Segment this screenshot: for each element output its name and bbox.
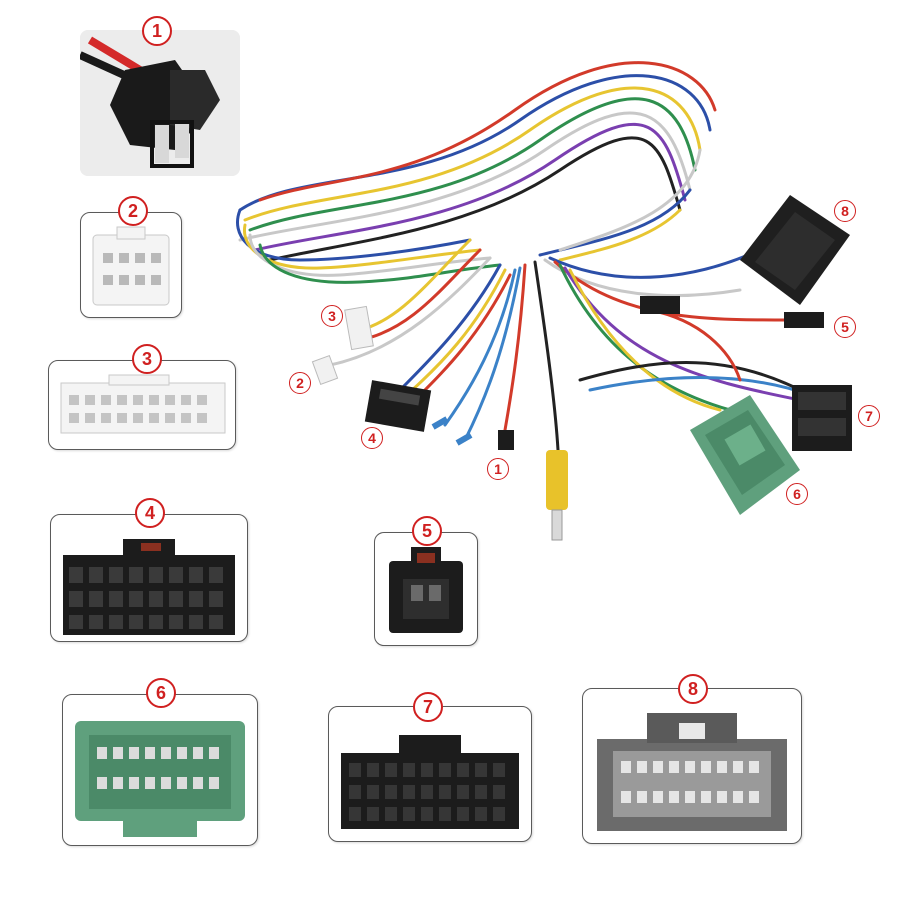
connector-6-badge: 6 — [146, 678, 176, 708]
connector-5-badge: 5 — [412, 516, 442, 546]
connector-7-image — [341, 735, 519, 829]
connector-7-badge: 7 — [413, 692, 443, 722]
connector-1-panel — [80, 30, 240, 176]
harness-label-4: 4 — [361, 427, 383, 449]
harness-label-3: 3 — [321, 305, 343, 327]
connector-5-image — [389, 547, 463, 633]
connector-6-image — [75, 721, 245, 837]
connector-1-badge: 1 — [142, 16, 172, 46]
harness-label-6: 6 — [786, 483, 808, 505]
connector-7-panel — [328, 706, 532, 842]
connector-8-panel — [582, 688, 802, 844]
connector-2-badge: 2 — [118, 196, 148, 226]
connector-3-image — [60, 374, 226, 434]
connector-3-panel — [48, 360, 236, 450]
harness-label-5: 5 — [834, 316, 856, 338]
connector-2-panel — [80, 212, 182, 318]
connector-3-badge: 3 — [132, 344, 162, 374]
connector-8-badge: 8 — [678, 674, 708, 704]
connector-4-badge: 4 — [135, 498, 165, 528]
connector-5-panel — [374, 532, 478, 646]
harness-label-1: 1 — [487, 458, 509, 480]
harness-label-7: 7 — [858, 405, 880, 427]
connector-6-panel — [62, 694, 258, 846]
connector-4-image — [63, 539, 235, 635]
harness-label-2: 2 — [289, 372, 311, 394]
connector-2-image — [92, 226, 170, 306]
connector-4-panel — [50, 514, 248, 642]
harness-label-8: 8 — [834, 200, 856, 222]
connector-8-image — [597, 713, 787, 831]
connector-1-image — [80, 30, 240, 176]
